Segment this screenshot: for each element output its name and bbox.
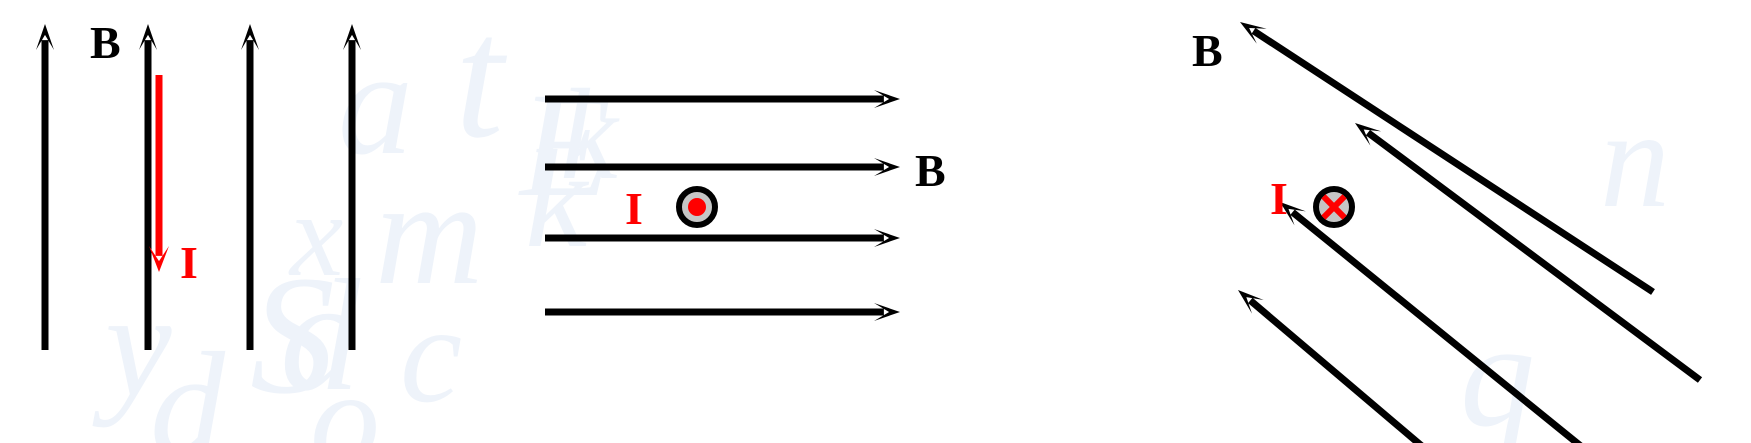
field-line-arrow xyxy=(36,24,54,350)
field-line-arrow xyxy=(545,90,900,108)
field-line-arrow xyxy=(1355,123,1703,383)
field-line-arrow xyxy=(545,229,900,247)
current-label-i: I xyxy=(625,183,643,234)
field-label-b: B xyxy=(90,17,121,68)
field-line-arrow xyxy=(1238,290,1424,443)
field-line-arrow xyxy=(343,24,361,350)
current-label-i: I xyxy=(180,237,198,288)
current-into-page-icon xyxy=(1313,186,1355,228)
current-cross xyxy=(1319,192,1349,222)
field-line-arrow xyxy=(1240,22,1655,295)
field-line-arrow xyxy=(241,24,259,350)
field-line-arrow xyxy=(1280,202,1583,443)
current-dot xyxy=(688,198,706,216)
current-direction-arrow xyxy=(149,75,169,272)
field-label-b: B xyxy=(915,145,946,196)
field-line-arrow xyxy=(545,158,900,176)
field-line-arrow xyxy=(139,24,157,350)
field-label-b: B xyxy=(1192,25,1223,76)
current-label-i: I xyxy=(1270,173,1288,224)
current-out-of-page-icon xyxy=(676,186,718,228)
field-line-arrow xyxy=(545,303,900,321)
